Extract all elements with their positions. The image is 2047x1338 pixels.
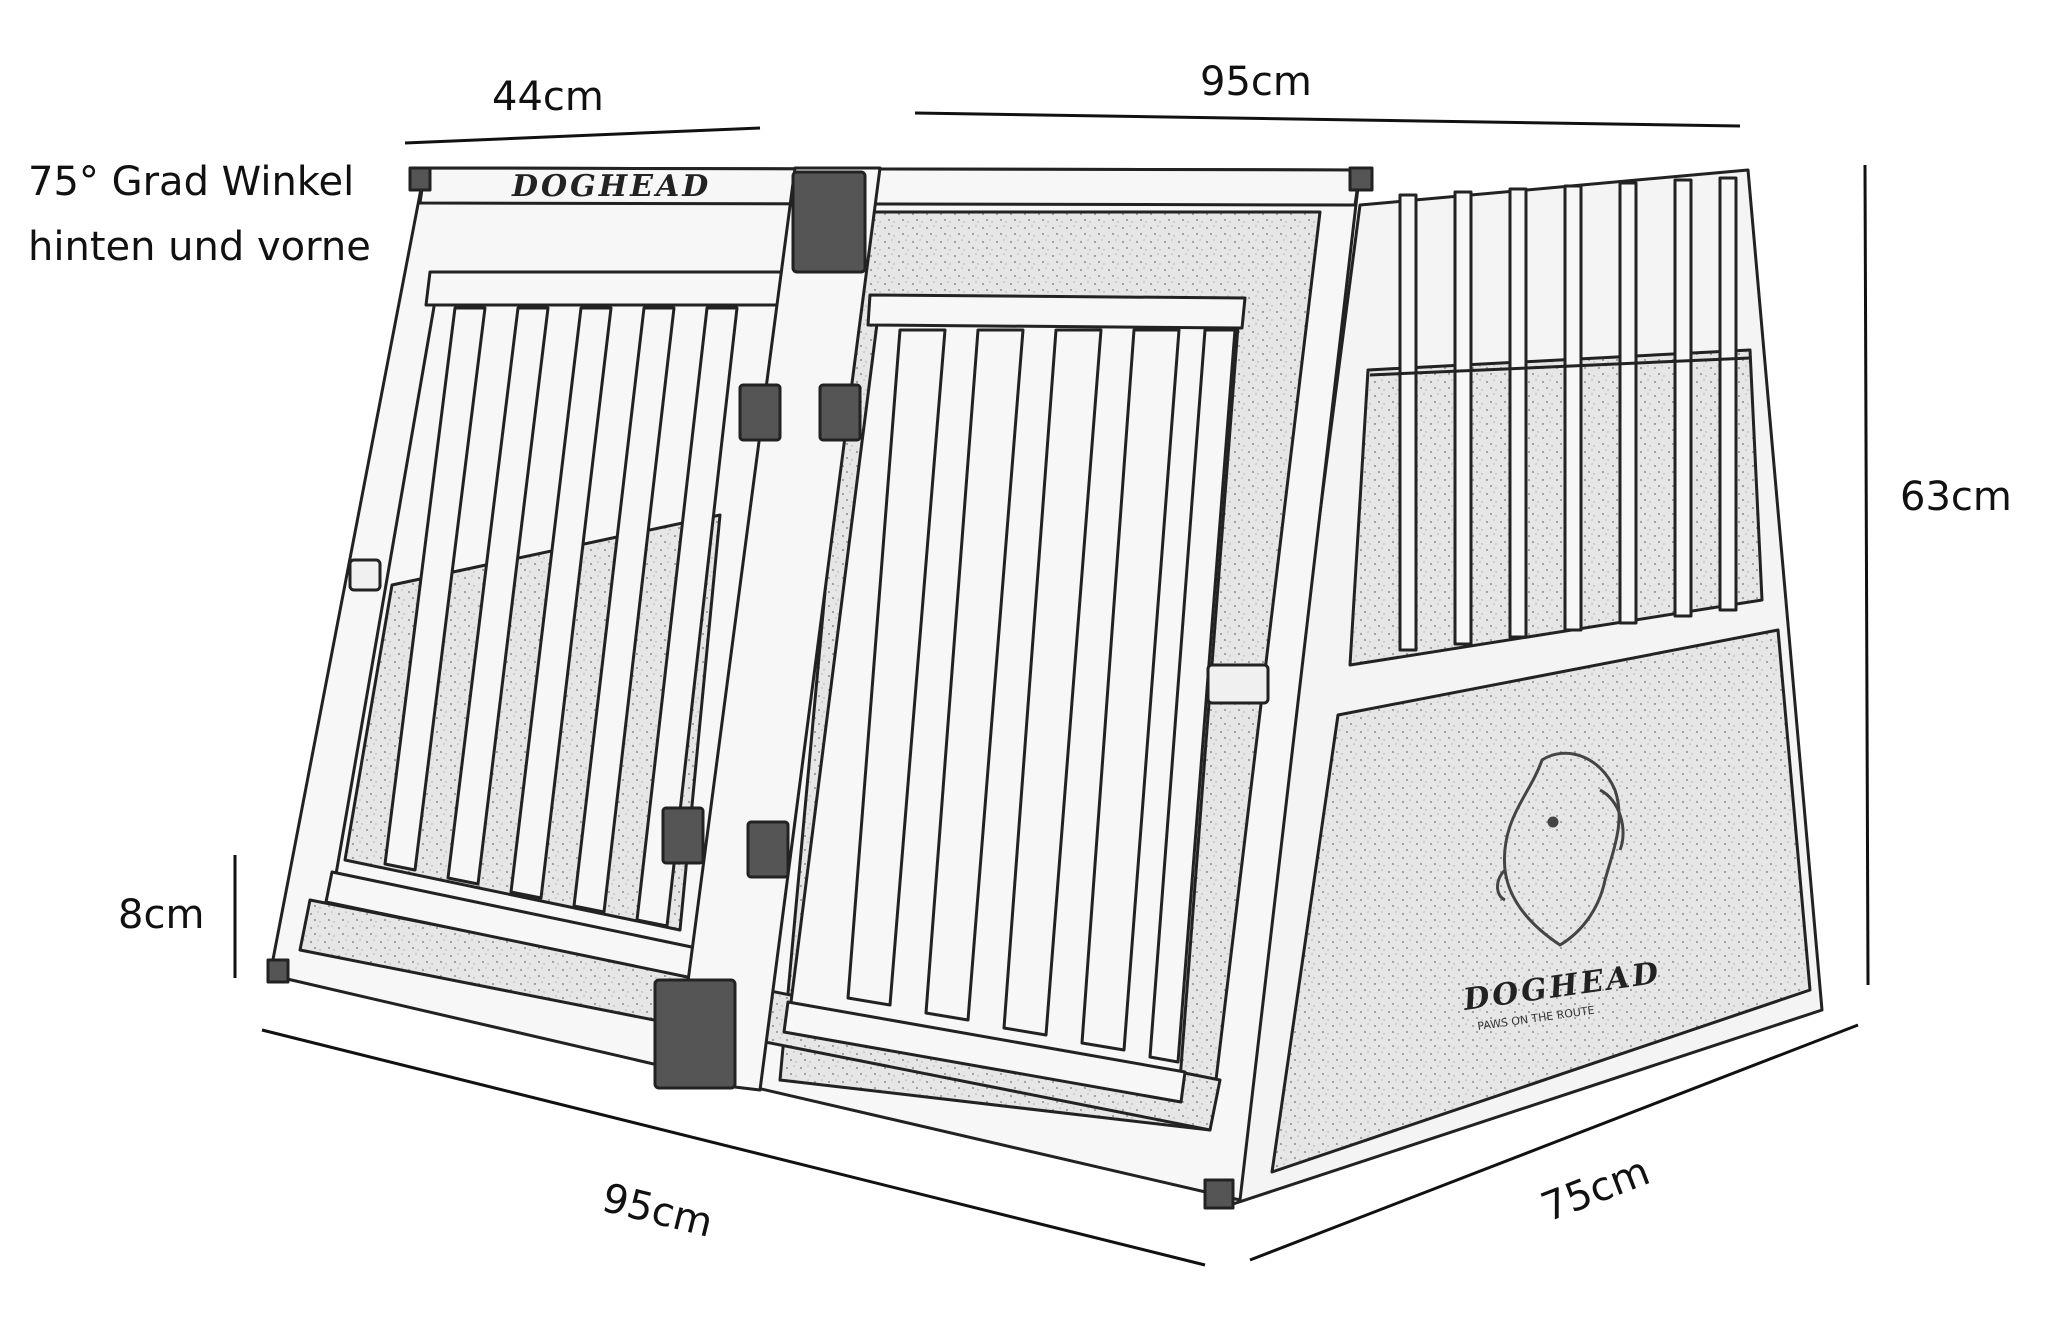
angle-note-line1: 75° Grad Winkel xyxy=(28,159,355,205)
side-logo: DOGHEAD PAWS ON THE ROUTE xyxy=(1460,751,1663,1033)
left-door-top-rail xyxy=(424,270,792,307)
left-door-bar xyxy=(383,306,487,872)
side-bar xyxy=(1718,176,1738,612)
front-logo: DOGHEAD xyxy=(511,169,711,204)
dim-line-top xyxy=(914,111,1741,128)
corner-block xyxy=(266,958,290,984)
right-door xyxy=(782,293,1247,1104)
right-door-bar xyxy=(1002,328,1103,1037)
dim-line-depth xyxy=(1249,1023,1859,1262)
side-bar xyxy=(1563,184,1583,632)
hinge-plate xyxy=(738,383,782,442)
left-door-bar xyxy=(572,306,676,914)
dog-head-icon xyxy=(1496,751,1625,947)
dimension-lines xyxy=(233,111,1870,1267)
latch xyxy=(1206,663,1270,705)
side-bars xyxy=(1398,176,1738,652)
hinge-plate xyxy=(818,383,862,442)
corner-block xyxy=(408,166,432,192)
corner-block xyxy=(1348,166,1374,192)
angle-note-line2: hinten und vorne xyxy=(28,224,371,270)
hinge-plate xyxy=(791,170,867,274)
left-door-bar xyxy=(635,306,739,928)
right-door-bar xyxy=(924,328,1025,1022)
dim-label-95cm-bottom: 95cm xyxy=(598,1175,718,1247)
dim-label-75cm: 75cm xyxy=(1535,1148,1656,1231)
latch xyxy=(348,558,382,592)
left-door xyxy=(324,270,792,987)
right-door-bar xyxy=(1148,328,1237,1064)
dim-line-top-left xyxy=(404,126,761,145)
left-door-bar xyxy=(509,306,613,900)
hinge-plate xyxy=(746,820,790,879)
hinges xyxy=(653,170,867,1090)
side-bar xyxy=(1618,181,1638,625)
latches xyxy=(348,558,1270,705)
dim-label-95cm-top: 95cm xyxy=(1200,59,1312,105)
side-bar xyxy=(1398,193,1418,652)
crate: DOGHEAD xyxy=(266,166,1824,1210)
side-bar xyxy=(1453,190,1473,646)
corner-block xyxy=(1203,1178,1235,1210)
dim-line-height xyxy=(1863,164,1870,986)
dim-label-8cm: 8cm xyxy=(118,892,204,938)
side-rail xyxy=(1369,356,1751,377)
left-door-bar xyxy=(446,306,550,886)
right-door-bottom-rail xyxy=(782,1000,1187,1104)
hinge-plate xyxy=(661,806,705,865)
dim-label-44cm: 44cm xyxy=(492,74,604,120)
right-door-top-rail xyxy=(866,293,1247,330)
corner-blocks xyxy=(266,166,1374,1210)
dim-line-bottom xyxy=(261,1028,1206,1267)
hinge-plate xyxy=(653,978,737,1090)
side-lower-board xyxy=(1270,628,1812,1174)
side-bar xyxy=(1673,178,1693,618)
dim-label-63cm: 63cm xyxy=(1900,474,2012,520)
right-door-bar xyxy=(846,328,947,1007)
right-door-bar xyxy=(1080,328,1181,1052)
angle-note: 75° Grad Winkel hinten und vorne xyxy=(28,150,371,280)
side-bar xyxy=(1508,187,1528,639)
